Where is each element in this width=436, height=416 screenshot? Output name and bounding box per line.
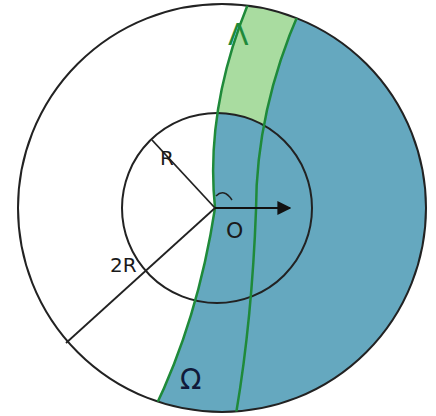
- region-label: Ω: [180, 366, 201, 394]
- center-label: O: [226, 220, 243, 242]
- region-label: Λ: [228, 20, 249, 50]
- radius-label: R: [160, 148, 174, 168]
- radius-label: 2R: [110, 255, 137, 275]
